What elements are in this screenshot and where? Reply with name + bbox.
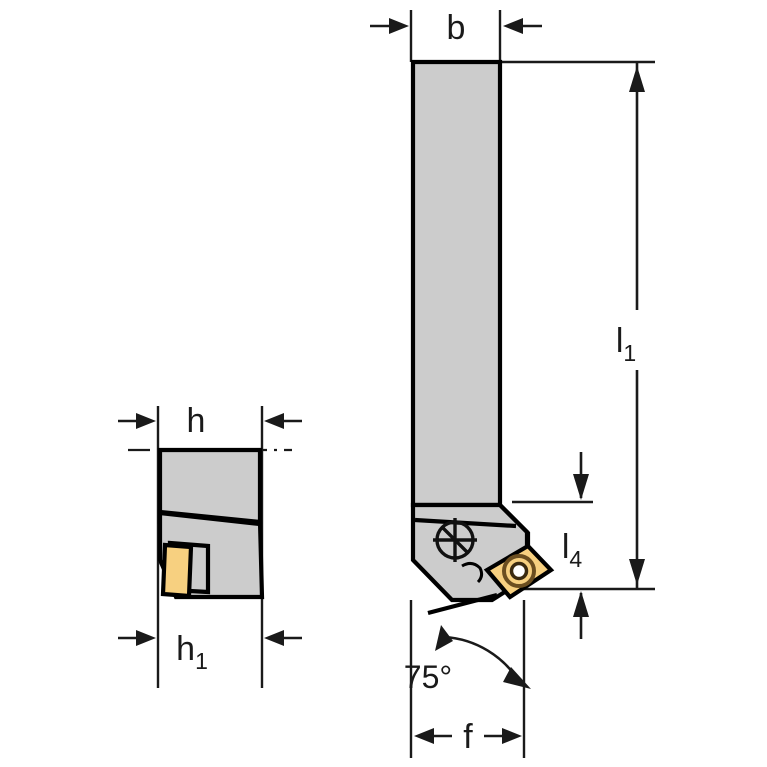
end-view-shank-block <box>157 447 263 525</box>
side-view-lever-detail <box>461 561 484 584</box>
angle-75-arrow-start <box>435 625 453 651</box>
b-dim-arrow-left <box>389 18 409 34</box>
l1-label-subscript: 1 <box>623 340 636 366</box>
l4-dim-arrow-upper <box>573 474 589 500</box>
end-view-group: h h1 <box>118 402 302 688</box>
angle-75-arrow-end <box>503 667 531 689</box>
l4-dimension-label: l4 <box>562 528 583 572</box>
l1-dimension-group: l1 <box>616 62 645 589</box>
side-view-head-step <box>498 503 531 548</box>
side-view-shank <box>410 59 503 508</box>
angle-75-group: 75° <box>404 625 531 695</box>
h-dim-arrow-left <box>136 413 156 429</box>
insert-hole-outer-ring <box>502 554 536 588</box>
side-view-head-chamfer-line <box>414 517 517 529</box>
b-dimension-label: b <box>447 9 466 47</box>
l4-dimension-group: l4 <box>562 452 589 639</box>
h1-label-subscript: 1 <box>195 648 208 674</box>
b-dim-arrow-right <box>503 18 523 34</box>
l1-dimension-label: l1 <box>616 322 636 366</box>
side-view-group: b l1 l4 75° <box>370 9 655 758</box>
angle-75-label: 75° <box>404 659 452 695</box>
clamp-screw-symbol <box>433 518 477 562</box>
f-dimension-label: f <box>463 718 473 756</box>
l1-dim-arrow-top <box>629 66 645 92</box>
f-dimension-group: f <box>414 718 522 756</box>
h-dim-arrow-right <box>264 413 284 429</box>
cutting-edge-reference-line <box>427 592 498 616</box>
l4-dim-arrow-lower <box>573 591 589 617</box>
b-dimension-group: b <box>370 9 542 47</box>
l1-label-base: l <box>616 322 624 360</box>
end-view-insert <box>160 542 194 599</box>
l4-label-base: l <box>562 528 570 566</box>
l4-label-subscript: 4 <box>569 546 582 572</box>
h-dimension-label: h <box>187 402 206 440</box>
insert-hole-inner <box>509 561 529 581</box>
h1-dim-arrow-left <box>136 630 156 646</box>
clamp-screw-diagonal <box>441 526 469 554</box>
end-view-slant-line <box>159 510 261 527</box>
h1-dimension-label: h1 <box>176 630 208 674</box>
l1-dim-arrow-bottom <box>629 559 645 585</box>
h1-dim-arrow-right <box>264 630 284 646</box>
h1-label-base: h <box>176 630 195 668</box>
f-dim-arrow-right <box>502 728 522 744</box>
f-dim-arrow-left <box>414 728 434 744</box>
